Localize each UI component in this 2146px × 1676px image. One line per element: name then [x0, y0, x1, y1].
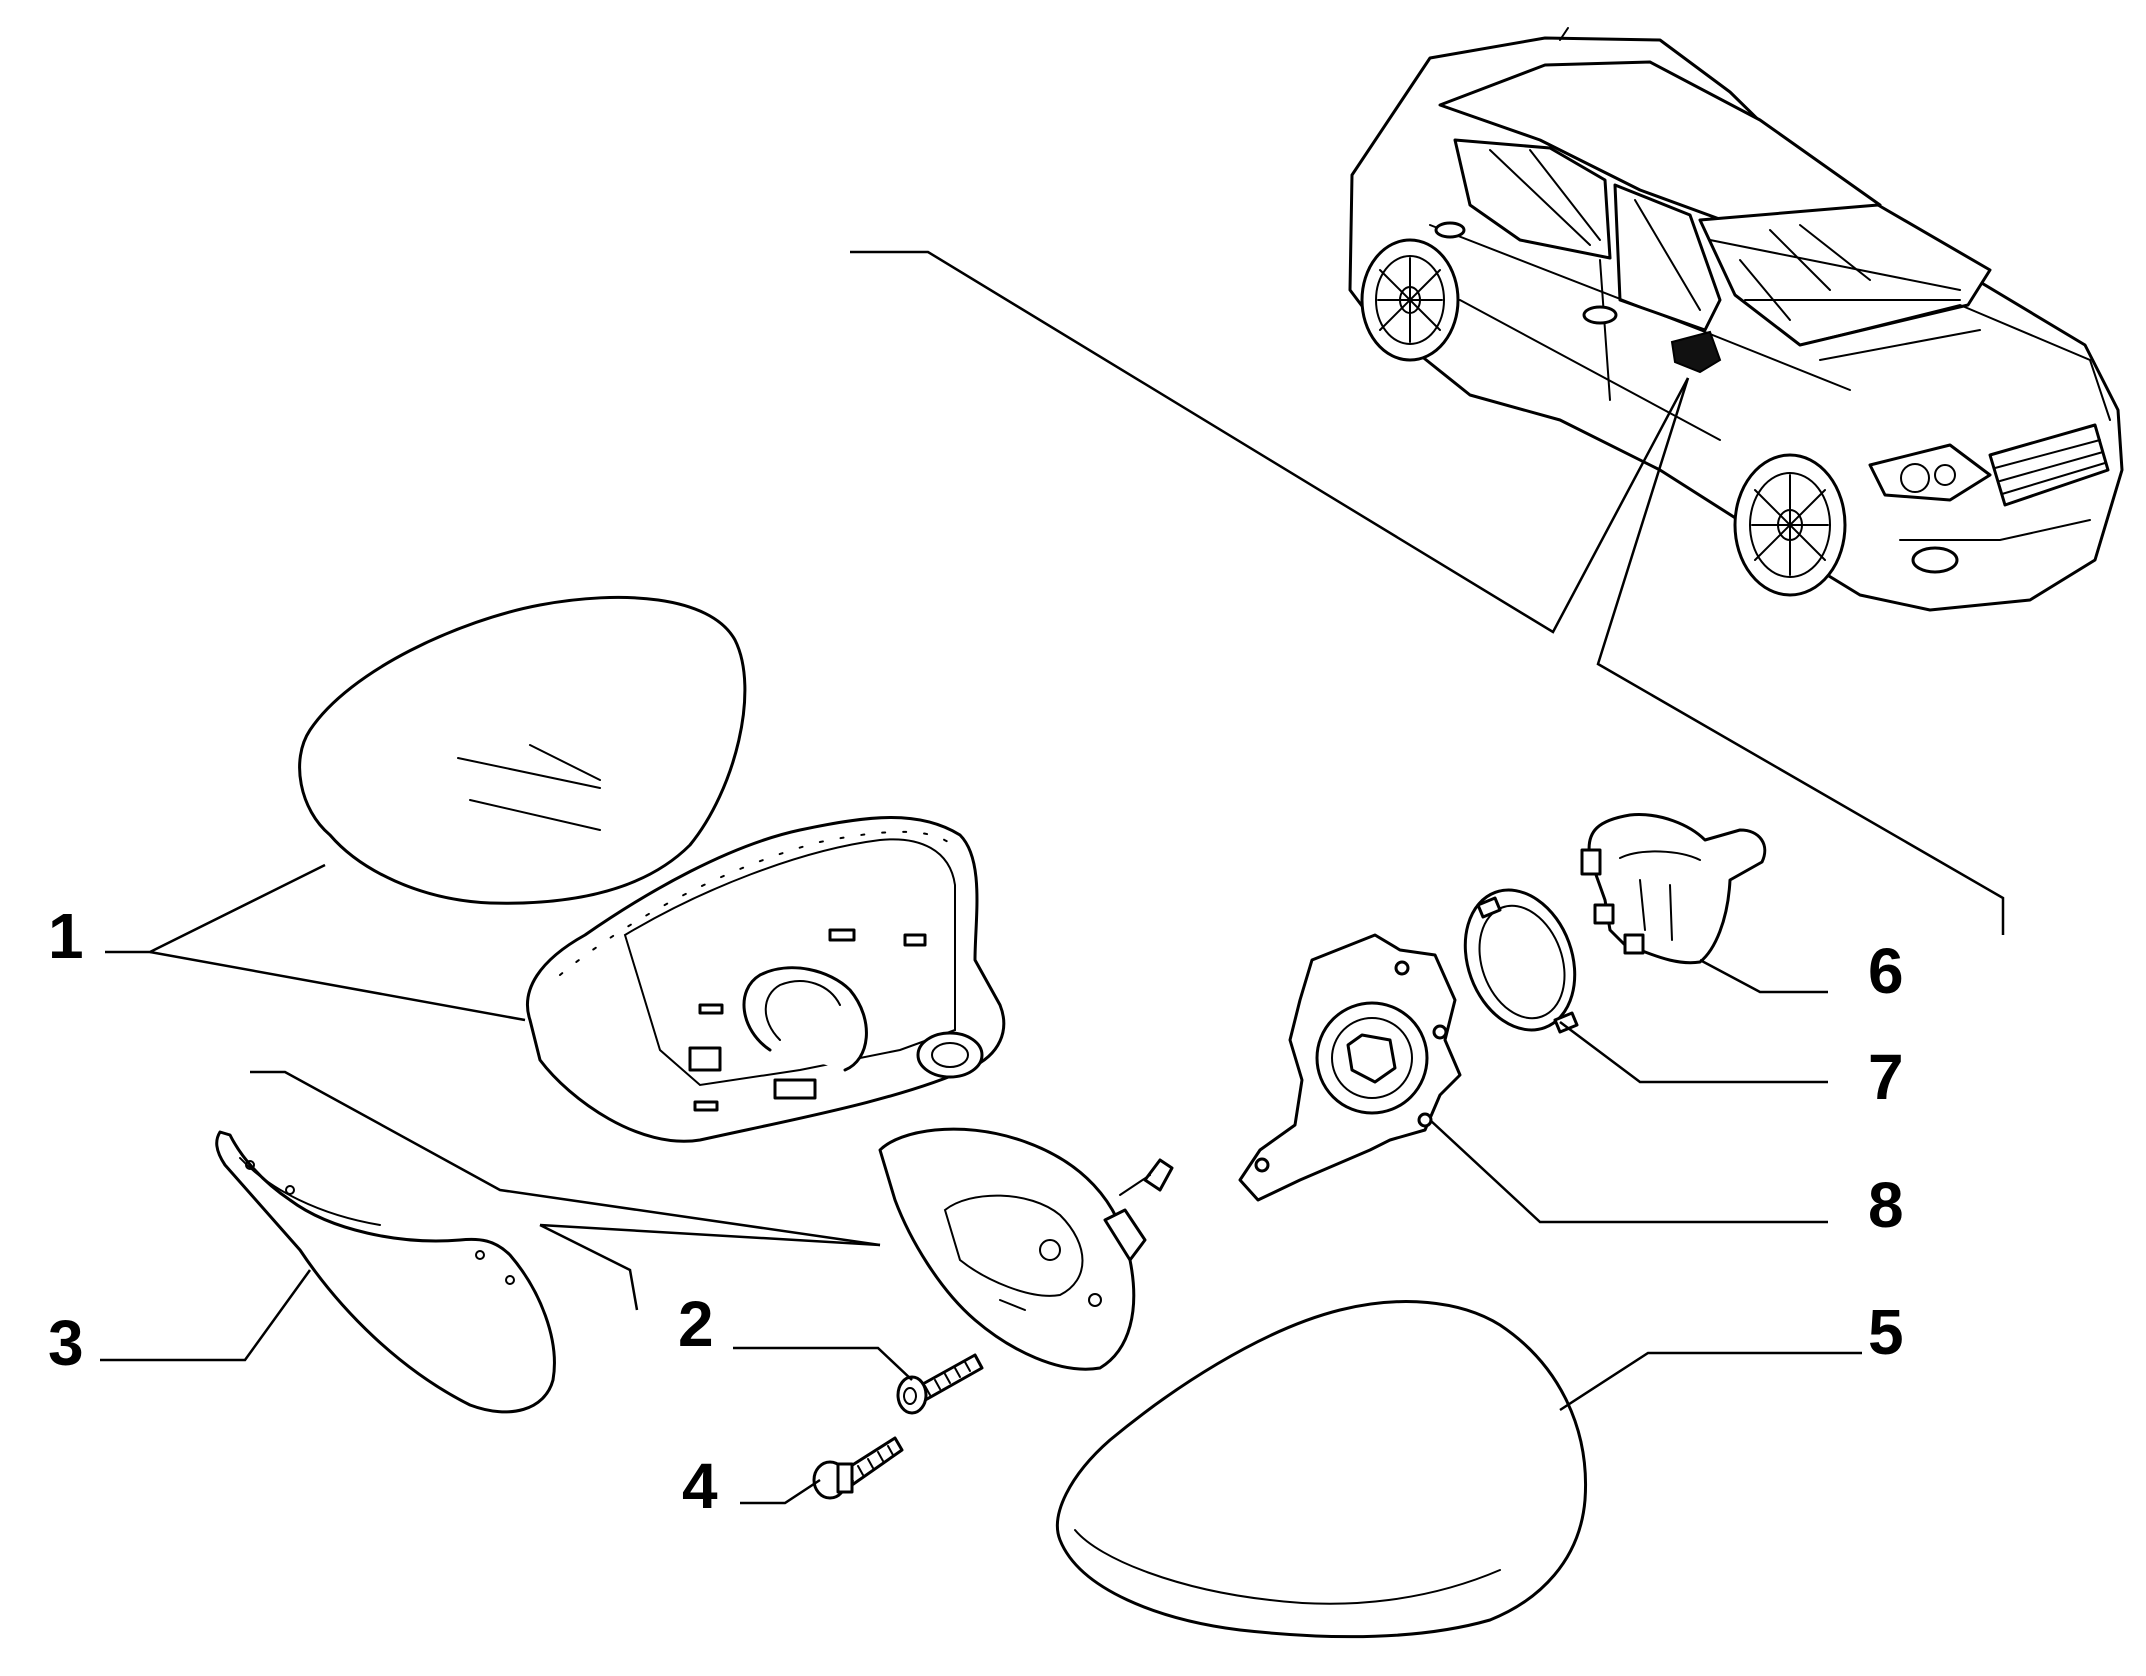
- retaining-ring: [1463, 888, 1579, 1034]
- mirror-glass: [298, 595, 747, 905]
- screw-part-2: [896, 1353, 984, 1415]
- callout-frame: [850, 250, 2005, 935]
- part-label-1: 1: [48, 900, 84, 972]
- part-number-labels: 1 2 3 4 5 6 7 8: [48, 900, 1904, 1522]
- lamp-socket: [1580, 813, 1767, 965]
- lower-cover: [215, 1130, 556, 1414]
- vehicle-illustration: [1348, 27, 2124, 612]
- part-label-4: 4: [682, 1450, 718, 1522]
- motor-bracket: [1238, 933, 1462, 1202]
- mirror-housing-assembly: [525, 816, 1174, 1371]
- part-label-2: 2: [678, 1288, 714, 1360]
- part-label-5: 5: [1868, 1296, 1904, 1368]
- part-label-3: 3: [48, 1307, 84, 1379]
- outer-cap: [1055, 1300, 1588, 1639]
- leader-lines: [100, 863, 1862, 1505]
- part-label-8: 8: [1868, 1169, 1904, 1241]
- part-label-6: 6: [1868, 935, 1904, 1007]
- part-label-7: 7: [1868, 1041, 1904, 1113]
- screw-part-4: [812, 1436, 904, 1500]
